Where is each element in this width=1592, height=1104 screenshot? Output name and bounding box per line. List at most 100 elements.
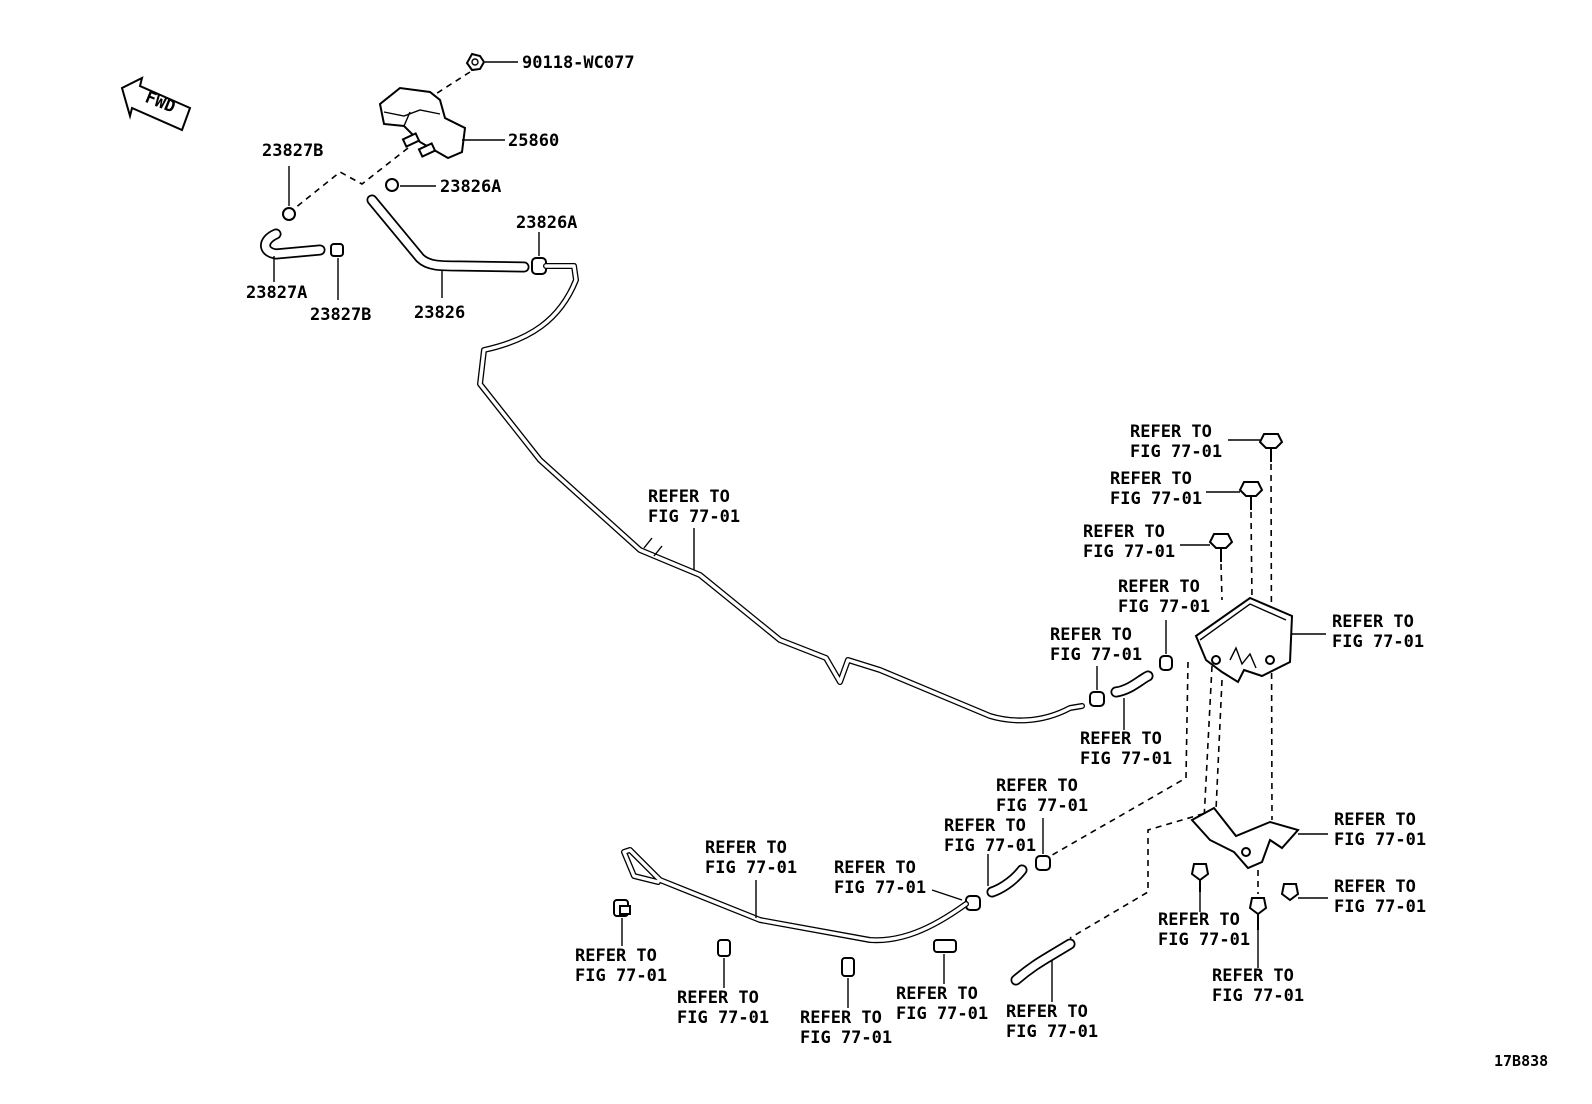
hose-icon bbox=[986, 864, 1028, 898]
svg-text:REFER TO: REFER TO bbox=[1212, 966, 1294, 986]
refer-label: REFER TO FIG 77-01 bbox=[575, 946, 667, 986]
svg-text:REFER TO: REFER TO bbox=[677, 988, 759, 1008]
svg-text:REFER TO: REFER TO bbox=[834, 858, 916, 878]
svg-text:REFER TO: REFER TO bbox=[1334, 810, 1416, 830]
svg-text:FIG 77-01: FIG 77-01 bbox=[677, 1008, 769, 1028]
figure-code: 17B838 bbox=[1494, 1052, 1548, 1070]
svg-text:FIG 77-01: FIG 77-01 bbox=[800, 1028, 892, 1048]
callout-nut: 90118-WC077 bbox=[522, 53, 635, 73]
canister-bracket-icon bbox=[1194, 596, 1294, 684]
svg-text:REFER TO: REFER TO bbox=[996, 776, 1078, 796]
svg-text:REFER TO: REFER TO bbox=[1080, 729, 1162, 749]
svg-text:FIG 77-01: FIG 77-01 bbox=[1083, 542, 1175, 562]
svg-text:REFER TO: REFER TO bbox=[1118, 577, 1200, 597]
clip-icon bbox=[1035, 855, 1051, 871]
bolt-icon bbox=[1190, 863, 1210, 892]
svg-text:FIG 77-01: FIG 77-01 bbox=[1006, 1022, 1098, 1042]
nut-icon bbox=[465, 52, 486, 72]
svg-text:REFER TO: REFER TO bbox=[575, 946, 657, 966]
refer-label: REFER TO FIG 77-01 bbox=[1110, 469, 1202, 509]
clip-icon bbox=[717, 939, 731, 957]
refer-label: REFER TO FIG 77-01 bbox=[834, 858, 926, 898]
refer-label: REFER TO FIG 77-01 bbox=[1332, 612, 1424, 652]
svg-text:FIG 77-01: FIG 77-01 bbox=[1332, 632, 1424, 652]
lower-pipe-icon bbox=[621, 847, 969, 944]
refer-label: REFER TO FIG 77-01 bbox=[996, 776, 1088, 816]
svg-text:REFER TO: REFER TO bbox=[896, 984, 978, 1004]
svg-text:REFER TO: REFER TO bbox=[648, 487, 730, 507]
svg-text:FIG 77-01: FIG 77-01 bbox=[648, 507, 740, 527]
svg-text:FIG 77-01: FIG 77-01 bbox=[1130, 442, 1222, 462]
svg-text:FIG 77-01: FIG 77-01 bbox=[1158, 930, 1250, 950]
refer-label: REFER TO FIG 77-01 bbox=[705, 838, 797, 878]
svg-text:REFER TO: REFER TO bbox=[705, 838, 787, 858]
svg-text:REFER TO: REFER TO bbox=[1050, 625, 1132, 645]
svg-text:REFER TO: REFER TO bbox=[1083, 522, 1165, 542]
refer-label: REFER TO FIG 77-01 bbox=[1080, 729, 1172, 769]
refer-label: REFER TO FIG 77-01 bbox=[800, 1008, 892, 1048]
svg-text:FIG 77-01: FIG 77-01 bbox=[944, 836, 1036, 856]
svg-text:FIG 77-01: FIG 77-01 bbox=[1334, 897, 1426, 917]
svg-text:FIG 77-01: FIG 77-01 bbox=[1050, 645, 1142, 665]
refer-label: REFER TO FIG 77-01 bbox=[1118, 577, 1210, 617]
hose-icon bbox=[1010, 938, 1076, 986]
clip-icon bbox=[933, 939, 957, 953]
callout-clip-23826a-top: 23826A bbox=[440, 177, 501, 197]
refer-label: REFER TO FIG 77-01 bbox=[1334, 810, 1426, 850]
svg-text:REFER TO: REFER TO bbox=[944, 816, 1026, 836]
refer-label: REFER TO FIG 77-01 bbox=[944, 816, 1036, 856]
hose-23826-icon bbox=[366, 194, 530, 273]
svg-text:REFER TO: REFER TO bbox=[800, 1008, 882, 1028]
refer-label: REFER TO FIG 77-01 bbox=[1334, 877, 1426, 917]
svg-text:FIG 77-01: FIG 77-01 bbox=[896, 1004, 988, 1024]
svg-text:FIG 77-01: FIG 77-01 bbox=[705, 858, 797, 878]
svg-text:REFER TO: REFER TO bbox=[1006, 1002, 1088, 1022]
fwd-arrow-icon: FWD bbox=[120, 76, 192, 132]
refer-label: REFER TO FIG 77-01 bbox=[896, 984, 988, 1024]
clip-icon bbox=[1089, 691, 1105, 707]
bolt-icon bbox=[1208, 533, 1234, 562]
svg-text:FIG 77-01: FIG 77-01 bbox=[1334, 830, 1426, 850]
bolt-icon bbox=[1280, 883, 1300, 902]
svg-text:REFER TO: REFER TO bbox=[1334, 877, 1416, 897]
refer-label: REFER TO FIG 77-01 bbox=[1158, 910, 1250, 950]
vacuum-switching-valve-icon bbox=[378, 86, 467, 160]
callout-clip-23827b-top: 23827B bbox=[262, 141, 323, 161]
clip-icon bbox=[282, 207, 296, 221]
svg-text:REFER TO: REFER TO bbox=[1110, 469, 1192, 489]
bolt-icon bbox=[1248, 897, 1268, 930]
svg-text:REFER TO: REFER TO bbox=[1158, 910, 1240, 930]
refer-label: REFER TO FIG 77-01 bbox=[1050, 625, 1142, 665]
svg-text:FIG 77-01: FIG 77-01 bbox=[1080, 749, 1172, 769]
clip-icon bbox=[613, 899, 631, 917]
svg-text:FIG 77-01: FIG 77-01 bbox=[575, 966, 667, 986]
refer-label: REFER TO FIG 77-01 bbox=[648, 487, 740, 527]
svg-text:FIG 77-01: FIG 77-01 bbox=[834, 878, 926, 898]
callout-clip-23827b-bottom: 23827B bbox=[310, 305, 371, 325]
svg-text:FIG 77-01: FIG 77-01 bbox=[1212, 986, 1304, 1006]
refer-label: REFER TO FIG 77-01 bbox=[677, 988, 769, 1028]
clip-icon bbox=[330, 243, 344, 257]
refer-label: REFER TO FIG 77-01 bbox=[1130, 422, 1222, 462]
callout-hose-23826: 23826 bbox=[414, 303, 465, 323]
refer-label: REFER TO FIG 77-01 bbox=[1212, 966, 1304, 1006]
svg-text:REFER TO: REFER TO bbox=[1130, 422, 1212, 442]
callout-hose-23827a: 23827A bbox=[246, 283, 307, 303]
hose-icon bbox=[1110, 670, 1154, 698]
lower-bracket-icon bbox=[1190, 806, 1300, 870]
clip-icon bbox=[385, 178, 399, 192]
svg-text:FIG 77-01: FIG 77-01 bbox=[996, 796, 1088, 816]
refer-label: REFER TO FIG 77-01 bbox=[1083, 522, 1175, 562]
refer-label: REFER TO FIG 77-01 bbox=[1006, 1002, 1098, 1042]
svg-text:REFER TO: REFER TO bbox=[1332, 612, 1414, 632]
vacuum-pipe-icon bbox=[477, 263, 1085, 724]
svg-text:FIG 77-01: FIG 77-01 bbox=[1110, 489, 1202, 509]
callout-clip-23826a-mid: 23826A bbox=[516, 213, 577, 233]
bolt-icon bbox=[1258, 433, 1284, 462]
callout-vsv: 25860 bbox=[508, 131, 559, 151]
hose-23827a-icon bbox=[260, 228, 326, 260]
svg-text:FIG 77-01: FIG 77-01 bbox=[1118, 597, 1210, 617]
clip-icon bbox=[841, 957, 855, 977]
